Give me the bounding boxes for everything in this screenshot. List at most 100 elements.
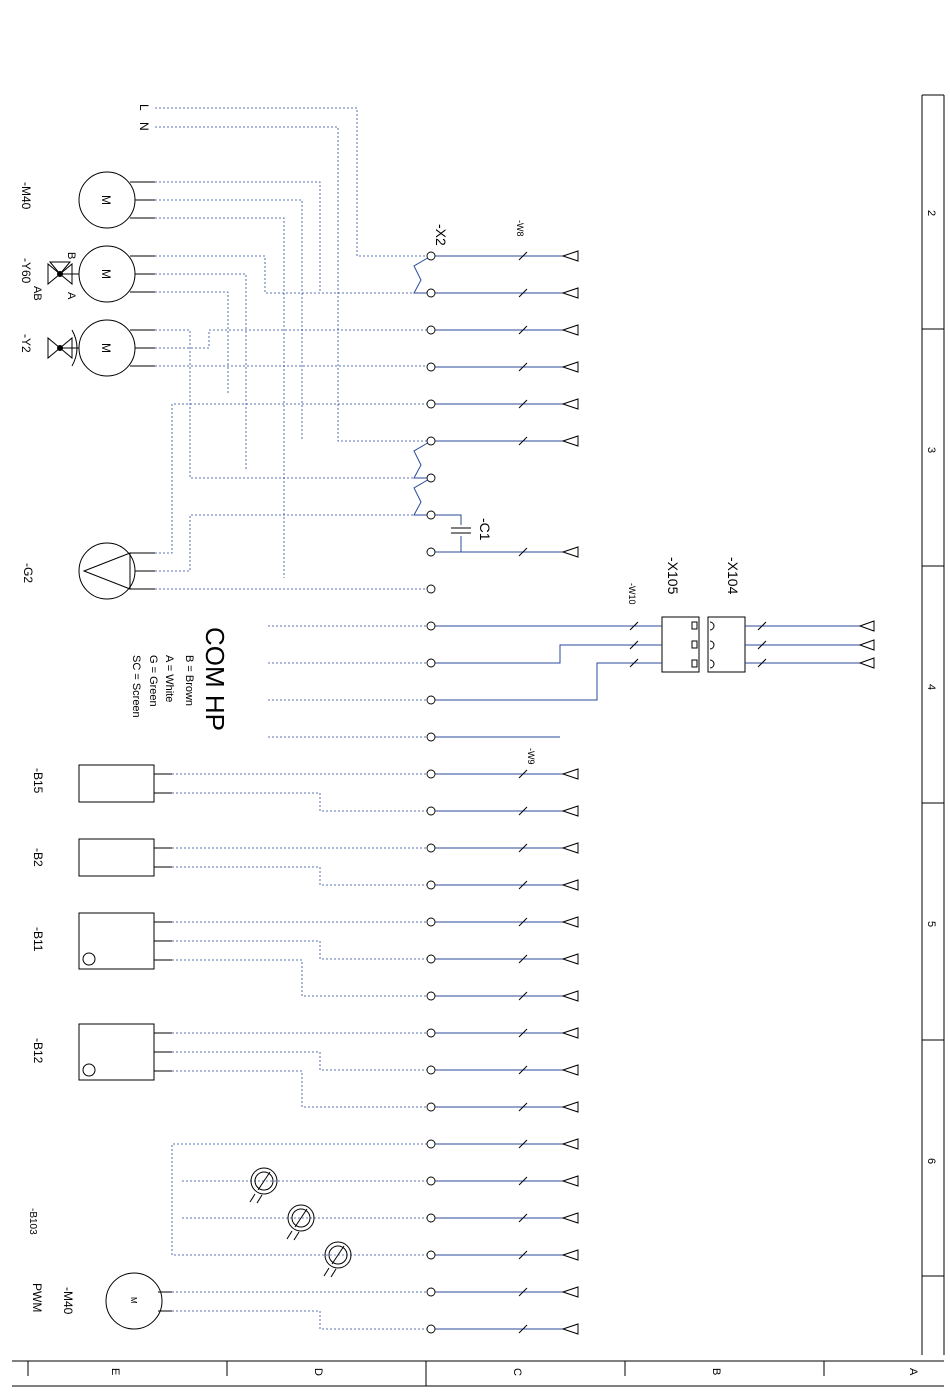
x2-terminal (427, 844, 435, 852)
valve-port-ab: AB (31, 286, 43, 301)
cable-arrow (563, 1028, 578, 1038)
x2-terminal (427, 659, 435, 667)
frame-row-label: E (109, 1368, 121, 1375)
m40-pwm-label: -M40 (61, 1287, 75, 1315)
x2-terminal (427, 733, 435, 741)
w9-label: -W9 (526, 748, 536, 765)
y2-label: -Y2 (19, 334, 33, 353)
cable-arrow (563, 1250, 578, 1260)
g2-label: -G2 (21, 563, 35, 583)
b103-sensor-1 (250, 1168, 277, 1203)
cable-arrow (563, 325, 578, 335)
x2-terminal (427, 1288, 435, 1296)
cable-arrow (563, 436, 578, 446)
x2-terminal (427, 1029, 435, 1037)
m40-label: -M40 (19, 182, 33, 210)
cable-arrow (563, 991, 578, 1001)
motor-m-letter: M (129, 1297, 138, 1304)
motor-m40-pwm: M -M40 PWM (30, 1273, 431, 1329)
x2-terminal (427, 363, 435, 371)
x2-terminal (427, 1103, 435, 1111)
frame-col-label: 2 (925, 210, 937, 216)
sensor-b103: -B103 (27, 1144, 431, 1277)
sensor-b12: -B12 (31, 1024, 431, 1107)
x2-terminal (427, 1177, 435, 1185)
x2-terminal (427, 955, 435, 963)
cable-arrow (563, 806, 578, 816)
frame-col-label: 6 (925, 1158, 937, 1164)
x2-terminal (427, 437, 435, 445)
cable-arrow (563, 1065, 578, 1075)
mains-n-label: N (137, 122, 151, 131)
b2-label: -B2 (31, 848, 45, 867)
sensor-b15: -B15 (31, 765, 431, 811)
frame-row-label: B (710, 1368, 722, 1375)
terminal-strip-x2: -X2 -W8 -W9 -W10 -X105 -X104 -C1 (414, 220, 874, 765)
cable-arrow (563, 954, 578, 964)
x2-terminal (427, 1066, 435, 1074)
cable-arrow (563, 1287, 578, 1297)
b12-label: -B12 (31, 1038, 45, 1064)
x2-terminal (427, 807, 435, 815)
cable-arrow (563, 1102, 578, 1112)
com-hp-legend: COM HP B = Brown A = White G = Green SC … (130, 626, 431, 737)
x2-terminals (427, 251, 578, 1334)
motor-m40: M -M40 (19, 172, 320, 578)
x2-terminal (427, 252, 435, 260)
x2-terminal (427, 548, 435, 556)
valve-y2: M -Y2 (19, 320, 431, 478)
b15-label: -B15 (31, 768, 45, 794)
legend-line: G = Green (147, 655, 159, 707)
x2-terminal (427, 1140, 435, 1148)
cable-arrow (563, 1213, 578, 1223)
motor-m-letter: M (99, 343, 113, 353)
x2-terminal (427, 326, 435, 334)
cable-arrow (563, 251, 578, 261)
y60-label: -Y60 (19, 258, 33, 284)
x2-terminal (427, 1251, 435, 1259)
cable-arrow (563, 917, 578, 927)
valve-port-a: A (65, 292, 77, 300)
x2-terminal (427, 400, 435, 408)
frame-row-label: D (312, 1368, 324, 1376)
legend-line: B = Brown (183, 655, 195, 706)
pump-g2: -G2 (21, 404, 431, 599)
x2-terminal (427, 1214, 435, 1222)
frame-col-label: 5 (925, 921, 937, 927)
x2-terminal (427, 992, 435, 1000)
x2-terminal (427, 770, 435, 778)
cable-arrow (563, 880, 578, 890)
cable-arrow (563, 769, 578, 779)
frame-column-labels: 2 3 4 5 6 (925, 210, 937, 1164)
x2-terminal (427, 696, 435, 704)
b103-sensor-2 (287, 1205, 314, 1240)
cable-arrow (563, 1139, 578, 1149)
frame-row-label: A (907, 1368, 919, 1376)
w8-label: -W8 (515, 220, 525, 237)
frame-col-label: 3 (925, 447, 937, 453)
x2-terminal (427, 511, 435, 519)
c1-label: -C1 (477, 518, 493, 541)
frame-row-labels: E D C B A (109, 1368, 919, 1376)
legend-title: COM HP (200, 627, 230, 731)
x2-terminal (427, 622, 435, 630)
mains-l-label: L (137, 104, 151, 111)
x104-label: -X104 (725, 557, 741, 595)
cable-arrow (563, 399, 578, 409)
valve-port-b: B (65, 252, 77, 259)
cable-arrow (563, 362, 578, 372)
x2-terminal (427, 289, 435, 297)
x2-terminal (427, 918, 435, 926)
drawing-frame (12, 95, 944, 1386)
cable-arrow (563, 843, 578, 853)
sensor-b11: -B11 (31, 913, 431, 996)
sensor-b2: -B2 (31, 839, 431, 885)
pwm-label: PWM (30, 1283, 44, 1312)
b103-sensor-3 (324, 1242, 351, 1277)
w10-label: -W10 (627, 583, 637, 605)
motor-m-letter: M (99, 269, 113, 279)
x2-terminal (427, 1325, 435, 1333)
legend-line: SC = Screen (130, 655, 142, 718)
frame-col-label: 4 (925, 684, 937, 690)
